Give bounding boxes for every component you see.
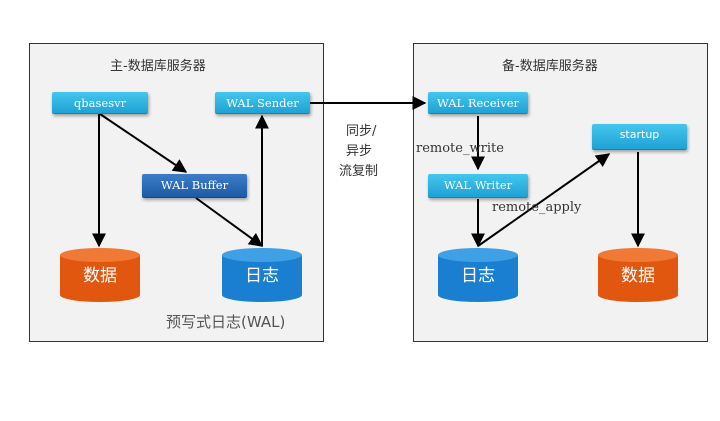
wal-writer-node: WAL Writer <box>428 174 528 198</box>
primary-log-cylinder: 日志 <box>222 248 302 302</box>
wal-caption: 预写式日志(WAL) <box>166 313 286 331</box>
arrow-qbasesvr-to-walbuffer <box>99 113 188 173</box>
wal-receiver-node: WAL Receiver <box>428 92 528 114</box>
primary-data-cylinder: 数据 <box>60 248 140 302</box>
primary-log-label: 日志 <box>245 266 279 286</box>
replication-label-line1: 同步/ <box>346 124 377 139</box>
remote-write-label: remote_write <box>416 141 504 156</box>
qbasesvr-node: qbasesvr <box>52 92 148 114</box>
wal-buffer-node: WAL Buffer <box>142 174 247 198</box>
arrow-log-to-startup <box>477 153 611 247</box>
standby-log-cylinder: 日志 <box>438 248 518 302</box>
standby-server-title: 备-数据库服务器 <box>502 59 598 74</box>
replication-label-line3: 流复制 <box>339 164 379 179</box>
primary-server-title: 主-数据库服务器 <box>110 59 206 74</box>
remote-apply-label: remote_apply <box>492 200 582 215</box>
startup-node: startup <box>592 124 687 150</box>
replication-label-line2: 异步 <box>346 144 373 159</box>
primary-data-label: 数据 <box>83 266 117 286</box>
wal-sender-node: WAL Sender <box>215 92 310 114</box>
standby-data-cylinder: 数据 <box>598 248 678 302</box>
arrow-walbuffer-to-log <box>195 197 264 247</box>
standby-data-label: 数据 <box>621 266 655 286</box>
standby-log-label: 日志 <box>461 266 495 286</box>
